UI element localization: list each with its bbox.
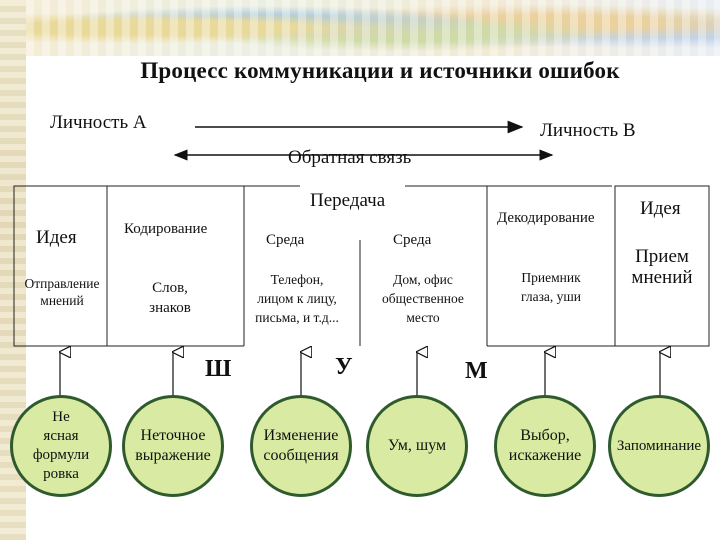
sender-box bbox=[13, 185, 108, 347]
error-text-message-change: Изменение сообщения bbox=[263, 427, 339, 464]
error-text-noise: Ум, шум bbox=[387, 437, 447, 454]
error-circle-memorization: Запоминание bbox=[608, 395, 710, 497]
page-title: Процесс коммуникации и источники ошибок bbox=[140, 58, 620, 83]
error-circle-noise: Ум, шум bbox=[366, 395, 468, 497]
error-circle-message-change: Изменение сообщения bbox=[250, 395, 352, 497]
encoding-content: Слов, знаков bbox=[149, 280, 191, 316]
error-text-selection-distortion: Выбор, искажение bbox=[508, 427, 582, 464]
error-circle-inaccurate-expression: Неточное выражение bbox=[122, 395, 224, 497]
error-text-unclear-wording: Не ясная формули ровка bbox=[32, 409, 90, 482]
receiver-idea-label: Идея bbox=[640, 198, 681, 219]
medium-2-label: Среда bbox=[393, 232, 432, 248]
transmission-label: Передача bbox=[310, 190, 386, 211]
decoding-label: Декодирование bbox=[497, 210, 595, 226]
decorative-top-banner bbox=[26, 0, 720, 56]
sender-idea-label: Идея bbox=[36, 227, 77, 248]
person-a-label: Личность А bbox=[50, 112, 147, 133]
receiver-content: Приемник глаза, уши bbox=[520, 270, 582, 304]
noise-letter-u: У bbox=[335, 354, 353, 380]
error-text-inaccurate-expression: Неточное выражение bbox=[135, 427, 211, 464]
noise-letter-sh: Ш bbox=[205, 356, 232, 382]
medium-1-content: Телефон, лицом к лицу, письма, и т.д... bbox=[255, 272, 339, 325]
encoding-label: Кодирование bbox=[124, 221, 208, 237]
error-circle-selection-distortion: Выбор, искажение bbox=[494, 395, 596, 497]
sender-sending-label: Отправление мнений bbox=[24, 276, 100, 308]
error-text-memorization: Запоминание bbox=[616, 438, 702, 454]
person-b-label: Личность В bbox=[540, 120, 636, 141]
noise-letter-m: М bbox=[465, 358, 488, 384]
medium-2-content: Дом, офис общественное место bbox=[382, 272, 464, 325]
decorative-left-stripe bbox=[0, 0, 26, 540]
medium-1-label: Среда bbox=[266, 232, 305, 248]
receiver-reception-label: Прием мнений bbox=[631, 246, 693, 288]
error-circle-unclear-wording: Не ясная формули ровка bbox=[10, 395, 112, 497]
